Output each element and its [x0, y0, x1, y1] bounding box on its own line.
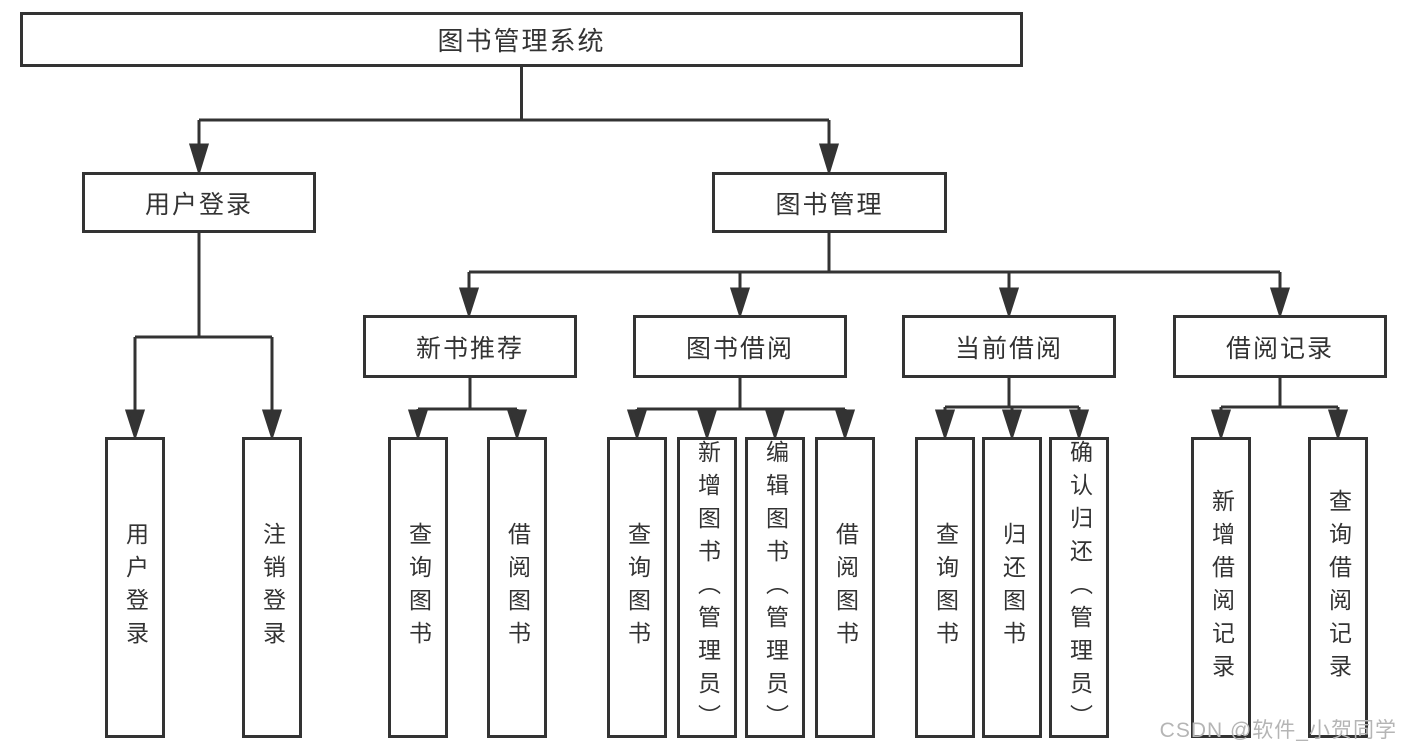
node-label: 新增借阅记录 [1208, 488, 1235, 687]
arrowhead [261, 409, 283, 441]
connector-root-to-level2 [188, 67, 840, 177]
node-label: 查询借阅记录 [1325, 488, 1352, 687]
node-label: 用户登录 [122, 521, 149, 654]
arrowhead [834, 409, 856, 441]
arrowhead [696, 409, 718, 441]
node-label: 查询图书 [405, 521, 432, 654]
node-library-system: 图书管理系统 [20, 12, 1023, 67]
node-label: 当前借阅 [954, 334, 1063, 363]
leaf-add-books-admin: 新增图书（管理员） [677, 437, 737, 738]
node-label: 注销登录 [259, 521, 286, 654]
node-label: 借阅图书 [832, 521, 859, 654]
arrowhead [1327, 409, 1349, 441]
arrowhead [506, 409, 528, 441]
leaf-borrow-books-recommend: 借阅图书 [487, 437, 547, 738]
connector-records-to-leaves [1210, 378, 1349, 441]
arrowhead [764, 409, 786, 441]
node-label: 新书推荐 [415, 334, 524, 363]
node-label: 确认归还（管理员） [1066, 440, 1093, 737]
node-label: 用户登录 [144, 190, 253, 219]
arrowhead [188, 143, 210, 177]
node-label: 图书管理 [775, 190, 884, 219]
arrowhead [1068, 409, 1090, 441]
connector-current-to-leaves [934, 378, 1090, 441]
leaf-edit-books-admin: 编辑图书（管理员） [745, 437, 805, 738]
node-book-management: 图书管理 [712, 172, 947, 233]
leaf-query-borrow-record: 查询借阅记录 [1308, 437, 1368, 738]
leaf-user-login: 用户登录 [105, 437, 165, 738]
leaf-return-books: 归还图书 [982, 437, 1042, 738]
arrowhead [1269, 287, 1291, 319]
node-label: 图书管理系统 [437, 26, 606, 56]
node-borrow-records: 借阅记录 [1173, 315, 1387, 378]
arrowhead [729, 287, 751, 319]
leaf-query-books-current: 查询图书 [915, 437, 975, 738]
arrowhead [458, 287, 480, 319]
node-label: 查询图书 [624, 521, 651, 654]
node-label: 图书借阅 [685, 334, 794, 363]
node-book-borrow: 图书借阅 [633, 315, 847, 378]
arrowhead [626, 409, 648, 441]
connector-bookmgmt-to-level3 [458, 233, 1291, 319]
arrowhead [934, 409, 956, 441]
csdn-watermark: CSDN @软件_小贺同学 [1159, 719, 1397, 742]
arrowhead [1001, 409, 1023, 441]
leaf-logout: 注销登录 [242, 437, 302, 738]
leaf-add-borrow-record: 新增借阅记录 [1191, 437, 1251, 738]
node-label: 编辑图书（管理员） [762, 440, 789, 737]
node-label: 借阅图书 [504, 521, 531, 654]
node-label: 查询图书 [932, 521, 959, 654]
arrowhead [1210, 409, 1232, 441]
leaf-borrow-books: 借阅图书 [815, 437, 875, 738]
node-label: 新增图书（管理员） [694, 440, 721, 737]
connector-login-to-leaves [124, 233, 283, 441]
arrowhead [407, 409, 429, 441]
arrowhead [124, 409, 146, 441]
node-label: 归还图书 [999, 521, 1026, 654]
node-current-borrow: 当前借阅 [902, 315, 1116, 378]
arrowhead [998, 287, 1020, 319]
leaf-query-books-recommend: 查询图书 [388, 437, 448, 738]
leaf-query-books-borrow: 查询图书 [607, 437, 667, 738]
connector-borrow-to-leaves [626, 378, 856, 441]
arrowhead [818, 143, 840, 177]
leaf-confirm-return-admin: 确认归还（管理员） [1049, 437, 1109, 738]
node-label: 借阅记录 [1225, 334, 1334, 363]
node-new-book-recommend: 新书推荐 [363, 315, 577, 378]
node-user-login: 用户登录 [82, 172, 316, 233]
connector-newbooks-to-leaves [407, 378, 528, 441]
